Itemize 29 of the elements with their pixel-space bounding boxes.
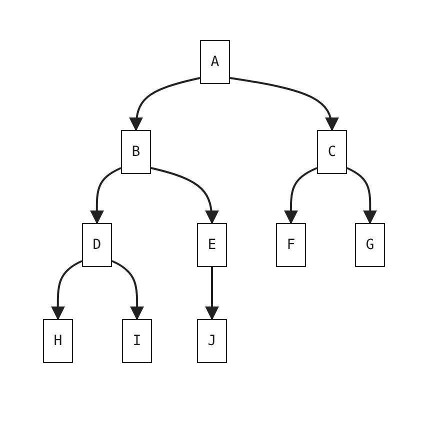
arrow: [50, 260, 82, 320]
arrow: [150, 167, 219, 224]
tree-node-box: [200, 40, 230, 84]
node-label: E: [208, 237, 216, 253]
tree-node-box: [197, 223, 227, 267]
node-label: J: [208, 333, 216, 349]
arrow: [284, 167, 318, 224]
node-label: B: [132, 144, 140, 160]
node-label: F: [286, 237, 296, 253]
arrow: [230, 77, 338, 132]
node-label: A: [210, 54, 220, 70]
arrow: [205, 267, 219, 320]
arrow: [346, 167, 378, 224]
node-label: D: [92, 237, 102, 253]
tree-node-box: [121, 130, 151, 174]
arrow: [90, 167, 122, 224]
tree-node-box: [197, 319, 227, 363]
tree-node-box: [43, 319, 73, 363]
tree-node-box: [276, 223, 306, 267]
node-label: C: [328, 144, 336, 160]
arrow: [129, 77, 200, 132]
node-label: H: [54, 333, 62, 349]
tree-node-box: [355, 223, 385, 267]
node-label: I: [132, 333, 142, 349]
arrow: [112, 260, 144, 320]
tree-node-box: [122, 319, 152, 363]
node-label: G: [366, 237, 374, 253]
tree-node-box: [82, 223, 112, 267]
tree-node-box: [317, 130, 347, 174]
